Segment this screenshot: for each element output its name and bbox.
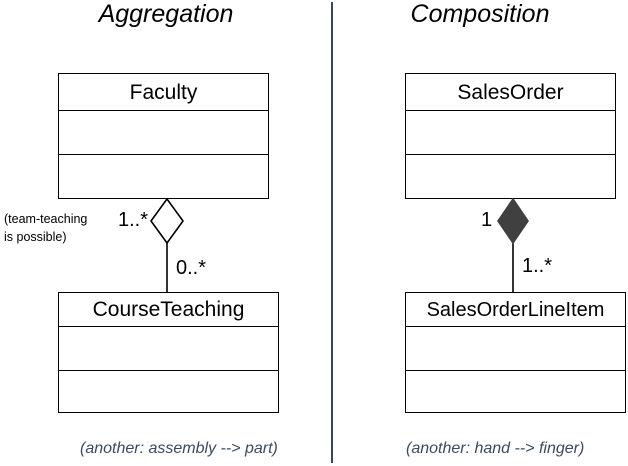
uml-class-name-salesorderlineitem: SalesOrderLineItem [406,293,625,327]
uml-class-salesorder[interactable]: SalesOrder [405,73,616,199]
uml-attributes-compartment-courseteaching [59,327,278,371]
multiplicity-aggregation-part-end: 0..* [176,257,207,279]
aggregation-hollow-diamond-icon [150,197,184,245]
panel-title-composition: Composition [410,0,550,28]
side-note-line-1: (team-teaching [4,212,88,226]
uml-attributes-compartment-salesorder [406,111,615,155]
uml-attributes-compartment-faculty [59,111,268,155]
uml-operations-compartment-courseteaching [59,371,278,411]
uml-class-salesorderlineitem[interactable]: SalesOrderLineItem [405,292,626,413]
multiplicity-aggregation-whole-end: 1..* [118,209,149,231]
multiplicity-composition-part-end: 1..* [522,255,553,277]
uml-class-courseteaching[interactable]: CourseTeaching [58,292,279,413]
caption-aggregation: (another: assembly --> part) [80,440,278,457]
uml-operations-compartment-faculty [59,155,268,197]
side-note-team-teaching: (team-teaching is possible) [4,210,114,246]
multiplicity-composition-whole-end: 1 [481,209,493,231]
composition-filled-diamond-icon [497,197,529,245]
side-note-line-2: is possible) [4,230,67,245]
panel-divider [331,2,333,463]
uml-class-name-salesorder: SalesOrder [406,74,615,111]
uml-class-faculty[interactable]: Faculty [58,73,269,199]
panel-title-aggregation: Aggregation [98,0,234,28]
uml-operations-compartment-salesorder [406,155,615,197]
uml-class-name-faculty: Faculty [59,74,268,111]
uml-class-name-courseteaching: CourseTeaching [59,293,278,327]
uml-attributes-compartment-salesorderlineitem [406,327,625,371]
uml-operations-compartment-salesorderlineitem [406,371,625,411]
caption-composition: (another: hand --> finger) [406,440,585,457]
